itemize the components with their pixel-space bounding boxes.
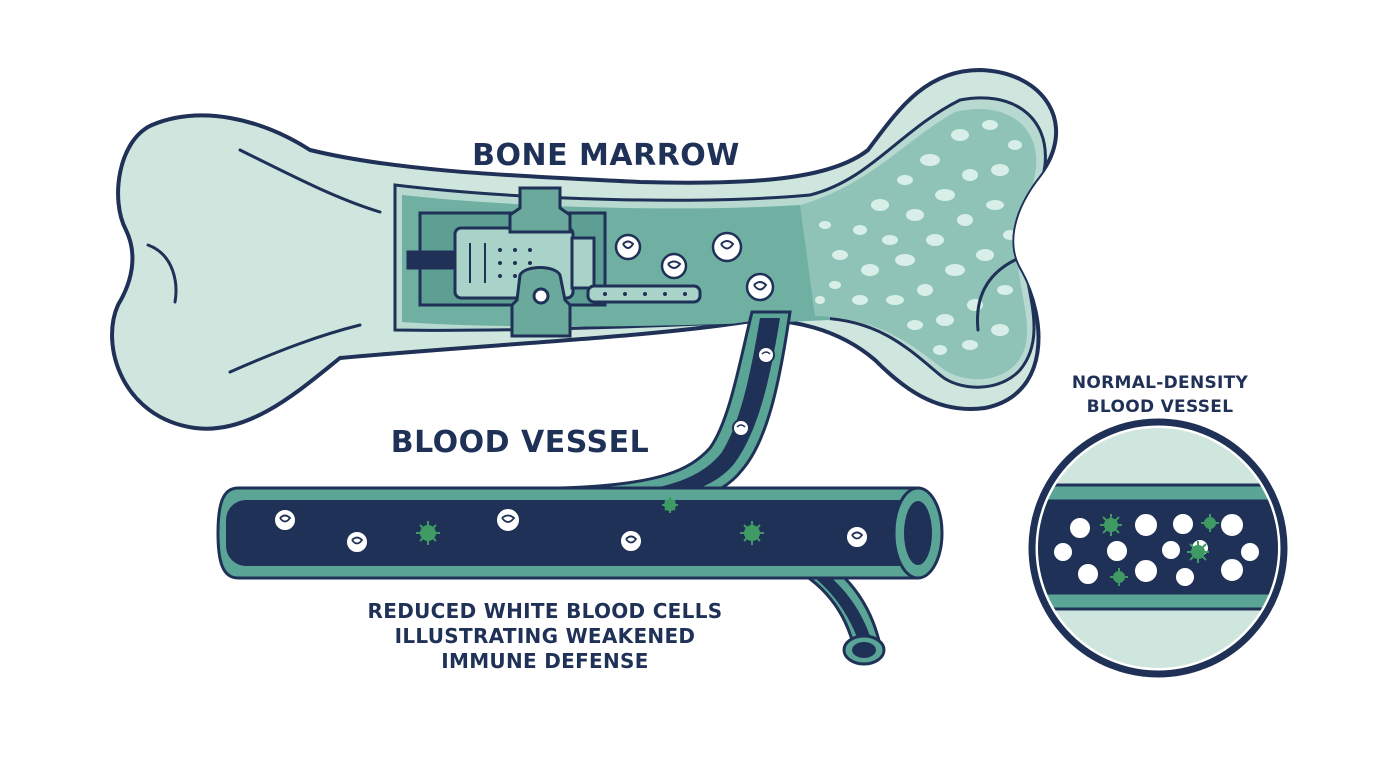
label-bone-marrow: BONE MARROW	[472, 138, 740, 173]
wbc-cell	[614, 233, 642, 261]
device-pivot	[532, 287, 550, 305]
wbc-cell	[845, 525, 869, 549]
bone-contour-right	[975, 258, 1017, 332]
wbc-cell	[757, 346, 775, 364]
inset-wall-bottom	[1038, 591, 1278, 611]
wbc-cell	[619, 529, 643, 553]
wbc-cell	[495, 507, 521, 533]
wbc-cell	[732, 419, 750, 437]
device-cap	[570, 236, 596, 290]
inset-germs	[1100, 514, 1219, 586]
spongy-bone	[800, 108, 1037, 380]
wbc-cell	[745, 272, 775, 302]
vessel-lower-lumen	[852, 642, 876, 658]
inset-title: NORMAL-DENSITY BLOOD VESSEL	[1072, 373, 1249, 417]
caption-line-1: REDUCED WHITE BLOOD CELLS	[368, 599, 723, 623]
blood-vessel	[216, 310, 944, 666]
inset-title-line-1: NORMAL-DENSITY	[1072, 373, 1249, 393]
inset-content	[1038, 428, 1278, 668]
caption-line-2: ILLUSTRATING WEAKENED	[395, 624, 696, 648]
wbc-cell	[711, 231, 743, 263]
inset-wall-top	[1038, 483, 1278, 503]
device-rod-left	[406, 250, 458, 270]
device-arm-holes	[603, 292, 687, 296]
inset-normal-vessel	[1028, 418, 1288, 678]
marrow-cells	[614, 231, 775, 302]
vessel-main-lumen	[226, 500, 918, 566]
bone-contour-left	[146, 243, 178, 304]
caption-line-3: IMMUNE DEFENSE	[441, 649, 648, 673]
device-slots	[469, 243, 486, 283]
wbc-cell	[345, 530, 369, 554]
germ	[416, 521, 440, 545]
device-clamp-top	[508, 186, 572, 234]
wbc-cell	[273, 508, 297, 532]
bone-contour-top	[238, 148, 382, 214]
label-blood-vessel: BLOOD VESSEL	[391, 425, 649, 460]
marrow-device	[406, 186, 702, 338]
germ	[740, 521, 764, 545]
vessel-end-lumen	[904, 501, 932, 565]
caption-reduced-wbc: REDUCED WHITE BLOOD CELLS ILLUSTRATING W…	[368, 599, 723, 673]
vessel-lower-branch-inner	[780, 552, 872, 642]
bone-contour-bottom	[228, 323, 362, 374]
vessel-cells	[273, 346, 869, 554]
wbc-cell	[660, 252, 688, 280]
vessel-germs	[416, 497, 764, 545]
vessel-branch-inner	[560, 318, 780, 504]
germ	[662, 497, 678, 513]
inset-title-line-2: BLOOD VESSEL	[1087, 397, 1234, 417]
